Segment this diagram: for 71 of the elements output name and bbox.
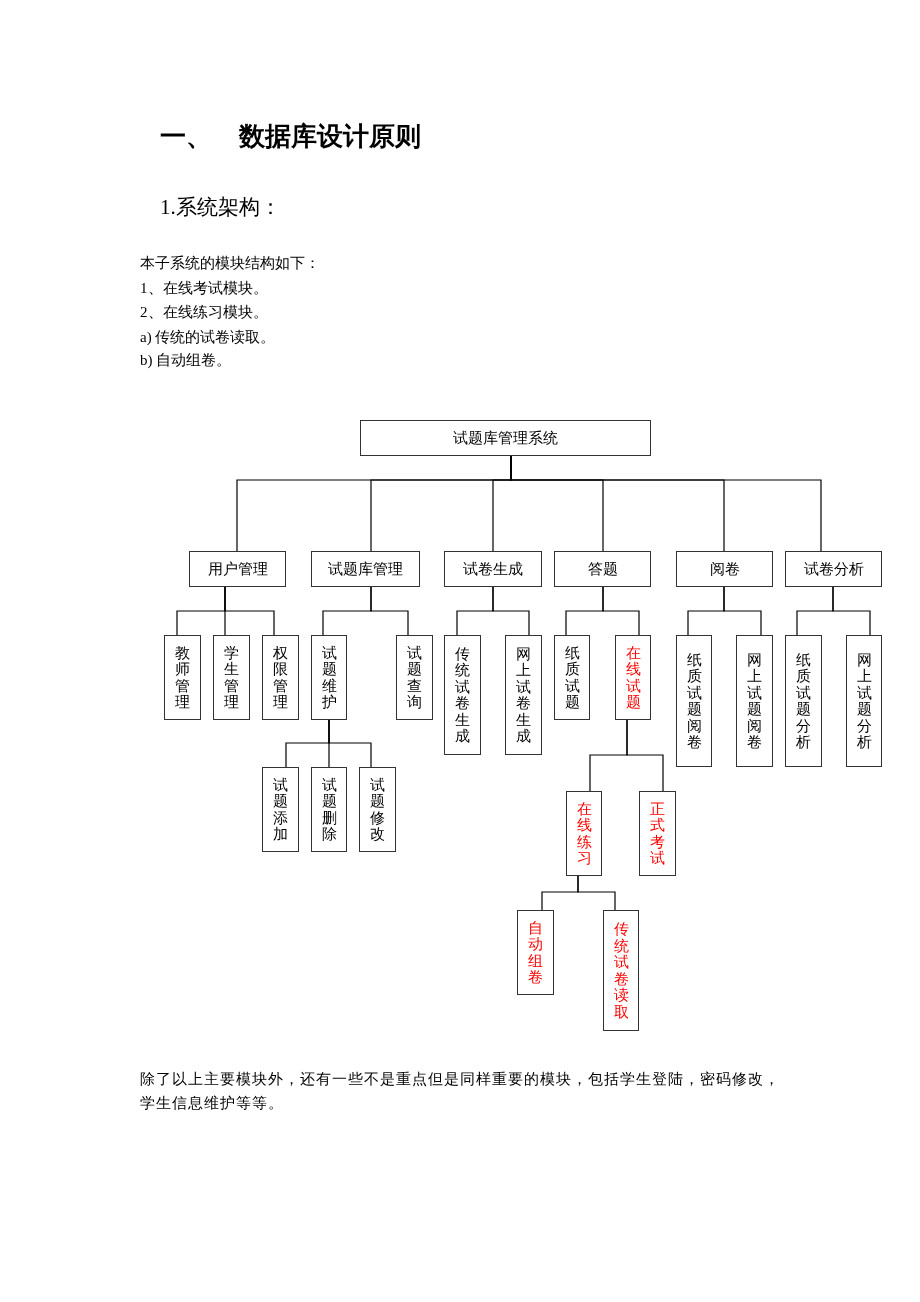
paragraph-text: 除了以上主要模块外，还有一些不是重点但是同样重要的模块，包括学生登陆，密码修改，学生信息维护等等。 bbox=[140, 1070, 781, 1113]
module-label: 答题 bbox=[587, 559, 618, 579]
module-box bbox=[785, 635, 822, 767]
module-label: 试卷分析 bbox=[803, 559, 864, 579]
connector-line bbox=[328, 719, 372, 768]
module-label: 正式考试 bbox=[650, 800, 665, 867]
list-item: b) 自动组卷。 bbox=[140, 351, 232, 370]
module-label: 试题查询 bbox=[407, 644, 422, 711]
module-box bbox=[846, 635, 882, 767]
connector-line bbox=[723, 586, 762, 636]
module-label: 网上试题阅卷 bbox=[747, 651, 762, 751]
module-label: 试题维护 bbox=[321, 644, 337, 711]
module-label: 试题删除 bbox=[321, 776, 337, 843]
module-box bbox=[262, 767, 299, 852]
module-box bbox=[396, 635, 433, 720]
module-box bbox=[676, 551, 773, 587]
module-box bbox=[554, 635, 590, 720]
list-item: 1、在线考试模块。 bbox=[140, 279, 268, 298]
module-box bbox=[676, 635, 712, 767]
module-label: 纸质试题阅卷 bbox=[686, 651, 702, 751]
module-label: 试题修改 bbox=[370, 776, 385, 843]
connector-line bbox=[224, 586, 275, 636]
module-box bbox=[359, 767, 396, 852]
section-heading: 一、 数据库设计原则 bbox=[160, 120, 422, 152]
module-box bbox=[603, 910, 639, 1031]
module-label: 试题库管理系统 bbox=[453, 428, 558, 448]
module-box bbox=[360, 420, 651, 456]
module-box bbox=[189, 551, 286, 587]
module-box bbox=[736, 635, 773, 767]
module-box bbox=[444, 635, 481, 755]
module-box bbox=[554, 551, 651, 587]
module-label: 阅卷 bbox=[709, 559, 740, 579]
module-box bbox=[505, 635, 542, 755]
module-box bbox=[566, 791, 602, 876]
module-label: 纸质试题 bbox=[564, 644, 580, 711]
module-label: 传统试卷生成 bbox=[455, 645, 470, 745]
connector-line bbox=[626, 719, 664, 792]
module-label: 试卷生成 bbox=[463, 559, 523, 579]
module-box bbox=[311, 767, 347, 852]
connector-line bbox=[492, 586, 530, 636]
module-label: 自动组卷 bbox=[528, 919, 543, 986]
module-label: 纸质试题分析 bbox=[796, 651, 811, 751]
connector-line bbox=[602, 586, 640, 636]
module-label: 权限管理 bbox=[273, 644, 288, 711]
module-label: 试题添加 bbox=[273, 776, 288, 843]
module-label: 网上试题分析 bbox=[856, 651, 872, 751]
module-box bbox=[639, 791, 676, 876]
connector-line bbox=[370, 586, 409, 636]
module-label: 学生管理 bbox=[224, 644, 239, 711]
module-label: 在线试题 bbox=[625, 644, 641, 711]
module-box bbox=[164, 635, 201, 720]
list-item: a) 传统的试卷读取。 bbox=[140, 328, 276, 347]
module-box bbox=[311, 635, 347, 720]
paragraph-text: 本子系统的模块结构如下： bbox=[140, 254, 320, 273]
module-box bbox=[615, 635, 651, 720]
module-box bbox=[311, 551, 420, 587]
list-item: 2、在线练习模块。 bbox=[140, 303, 268, 322]
connector-line bbox=[577, 875, 616, 911]
module-box bbox=[213, 635, 250, 720]
module-label: 在线练习 bbox=[576, 800, 592, 867]
module-label: 试题库管理 bbox=[328, 559, 403, 579]
module-label: 网上试卷生成 bbox=[516, 645, 531, 745]
connector-line bbox=[832, 586, 871, 636]
module-box bbox=[517, 910, 554, 995]
module-label: 教师管理 bbox=[175, 644, 190, 711]
module-label: 用户管理 bbox=[207, 559, 268, 579]
subsection-heading: 1.系统架构： bbox=[160, 194, 281, 221]
module-box bbox=[262, 635, 299, 720]
module-box bbox=[444, 551, 542, 587]
module-label: 传统试卷读取 bbox=[613, 921, 629, 1020]
module-box bbox=[785, 551, 882, 587]
